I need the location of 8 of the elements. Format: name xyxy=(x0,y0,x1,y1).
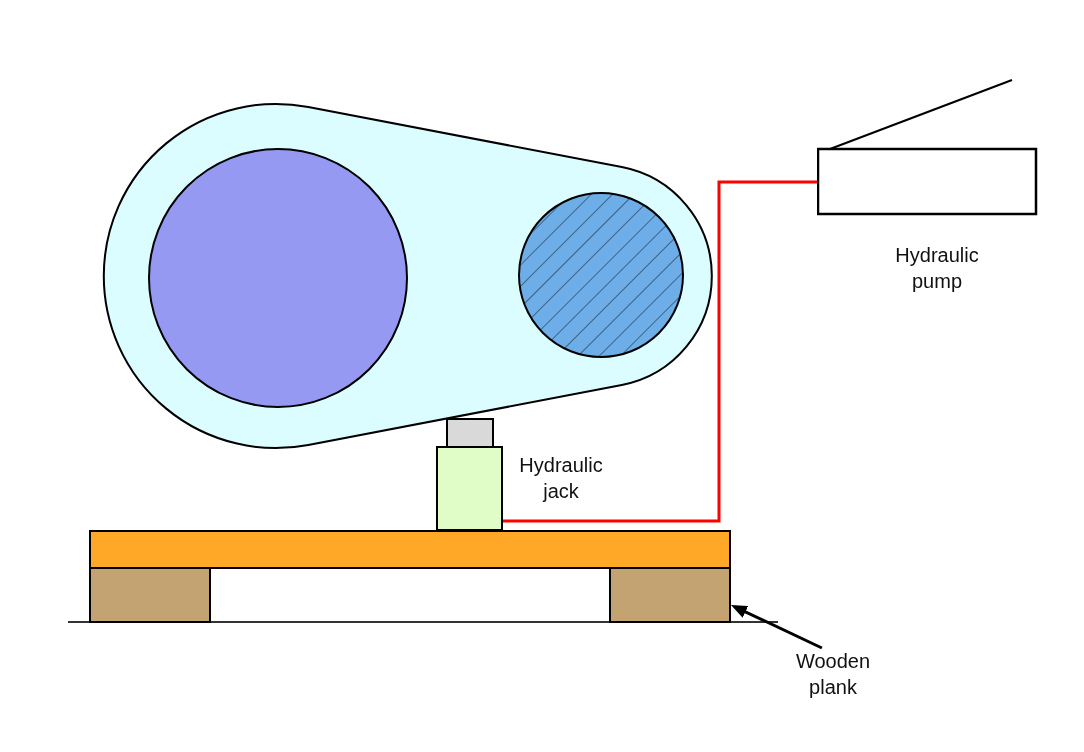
leader-arrow xyxy=(730,605,823,650)
hydraulic-pipe xyxy=(503,180,817,523)
part-label: Hydraulic pump xyxy=(895,243,979,294)
part-label: Wooden plank xyxy=(795,648,871,700)
plank-board xyxy=(89,530,731,569)
wooden-block xyxy=(89,567,211,623)
part-label: Hydraulic jack xyxy=(519,453,603,504)
wooden-block xyxy=(609,567,731,623)
